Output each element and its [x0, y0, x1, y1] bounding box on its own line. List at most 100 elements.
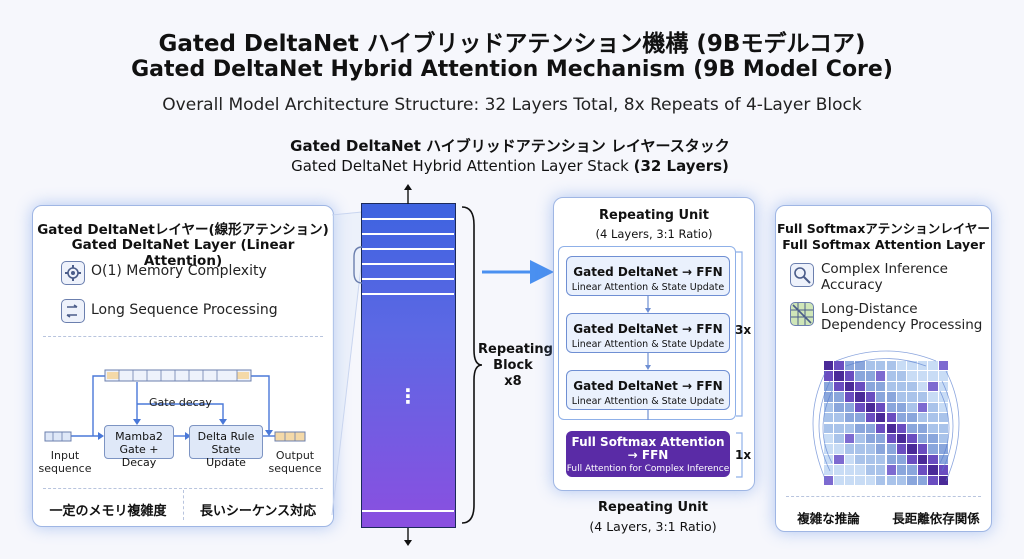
- heatmap-cell: [824, 402, 834, 413]
- heatmap-cell: [834, 465, 844, 475]
- heatmap-cell: [907, 361, 917, 371]
- heatmap-cell: [886, 444, 896, 454]
- heatmap-cell: [844, 423, 855, 433]
- gated-deltanet-panel: Gated DeltaNetレイヤー(線形アテンション) Gated Delta…: [32, 205, 334, 527]
- softmax-sub: Full Attention for Complex Inference: [566, 464, 730, 474]
- heatmap-cell: [938, 475, 948, 485]
- footer-complex-inference: 複雑な推論: [797, 511, 860, 526]
- heatmap-cell: [917, 423, 928, 433]
- deltanet-group: [558, 246, 736, 420]
- subtitle: Overall Model Architecture Structure: 32…: [162, 95, 862, 115]
- heatmap-cell: [917, 444, 928, 454]
- heatmap-cell: [865, 433, 876, 444]
- heatmap-cell: [834, 433, 844, 444]
- heatmap-cell: [834, 381, 844, 392]
- heatmap-cell: [938, 371, 948, 381]
- stack-title-layers: (32 Layers): [633, 157, 729, 175]
- repeating-block-brace: [461, 206, 483, 524]
- unit3-main: Gated DeltaNet → FFN: [573, 379, 723, 393]
- heatmap-cell: [824, 475, 834, 485]
- unit1-main: Gated DeltaNet → FFN: [573, 265, 723, 279]
- heatmap-cell: [844, 381, 855, 392]
- full-softmax-panel: Full Softmaxアテンションレイヤー Full Softmax Atte…: [775, 205, 992, 532]
- brace-label-line3: x8: [504, 374, 522, 389]
- brace-label-line1: Repeating: [478, 342, 553, 357]
- heatmap-cell: [855, 361, 865, 371]
- heatmap-cell: [886, 433, 896, 444]
- heatmap-cell: [938, 454, 948, 465]
- heatmap-cell: [938, 433, 948, 444]
- heatmap-cell: [917, 361, 928, 371]
- full-softmax-unit: Full Softmax Attention → FFN Full Attent…: [566, 431, 730, 477]
- heatmap-cell: [907, 413, 917, 423]
- heatmap-cell: [876, 444, 886, 454]
- heatmap-cell: [834, 423, 844, 433]
- attention-arcs: [812, 350, 960, 482]
- heatmap-cell: [917, 392, 928, 402]
- heatmap-cell: [938, 402, 948, 413]
- heatmap-cell: [896, 371, 907, 381]
- heatmap-cell: [844, 413, 855, 423]
- heatmap-cell: [834, 371, 844, 381]
- heatmap-cell: [896, 454, 907, 465]
- heatmap-cell: [876, 465, 886, 475]
- heatmap-cell: [865, 475, 876, 485]
- heatmap-cell: [886, 454, 896, 465]
- left-bracket: [353, 246, 363, 284]
- heatmap-cell: [855, 475, 865, 485]
- heatmap-cell: [834, 392, 844, 402]
- heatmap-cell: [938, 413, 948, 423]
- heatmap-cell: [855, 413, 865, 423]
- heatmap-cell: [896, 392, 907, 402]
- left-panel-title-jp: Gated DeltaNetレイヤー(線形アテンション): [37, 222, 329, 238]
- heatmap-cell: [928, 454, 938, 465]
- heatmap-cell: [876, 371, 886, 381]
- heatmap-cell: [844, 402, 855, 413]
- heatmap-cell: [896, 402, 907, 413]
- heatmap-cell: [896, 381, 907, 392]
- heatmap-cell: [855, 392, 865, 402]
- long-distance-line2: Dependency Processing: [821, 317, 983, 333]
- heatmap-cell: [834, 402, 844, 413]
- left-panel-title-en: Gated DeltaNet Layer (Linear Attention): [71, 237, 295, 269]
- heatmap-cell: [855, 444, 865, 454]
- heatmap-cell: [917, 413, 928, 423]
- repeating-unit-sub-bottom: (4 Layers, 3:1 Ratio): [589, 519, 717, 534]
- magnifier-chart-icon: [790, 263, 814, 287]
- heatmap-cell: [938, 465, 948, 475]
- heatmap-cell: [876, 402, 886, 413]
- heatmap-cell: [824, 371, 834, 381]
- heatmap-cell: [907, 381, 917, 392]
- flow-arrows: [645, 296, 651, 420]
- heatmap-cell: [876, 392, 886, 402]
- heatmap-cell: [907, 392, 917, 402]
- heatmap-cell: [928, 413, 938, 423]
- heatmap-cell: [886, 475, 896, 485]
- grid-icon: [790, 302, 814, 326]
- long-distance-line1: Long-Distance: [821, 301, 918, 317]
- heatmap-cell: [928, 423, 938, 433]
- feature-inference-accuracy: Complex Inference Accuracy: [821, 261, 948, 293]
- heatmap-cell: [855, 402, 865, 413]
- heatmap-cell: [844, 475, 855, 485]
- mamba2-line2: Gate + Decay: [119, 443, 159, 469]
- inference-line1: Complex Inference: [821, 261, 948, 277]
- divider: [183, 490, 184, 520]
- heatmap-cell: [865, 465, 876, 475]
- heatmap-cell: [844, 392, 855, 402]
- heatmap-cell: [876, 413, 886, 423]
- heatmap-cell: [917, 371, 928, 381]
- attention-heatmap: [824, 361, 949, 486]
- heatmap-cell: [896, 465, 907, 475]
- footer-long-sequence: 長いシーケンス対応: [199, 504, 317, 519]
- heatmap-cell: [886, 423, 896, 433]
- repeating-block-label: Repeating Block x8: [478, 342, 553, 390]
- output-sequence-label: Output sequence: [265, 449, 325, 475]
- heatmap-cell: [928, 444, 938, 454]
- up-arrow-icon: [404, 184, 412, 204]
- heatmap-cell: [907, 444, 917, 454]
- delta-line1: Delta Rule: [197, 430, 255, 443]
- deltanet-unit-3: Gated DeltaNet → FFN Linear Attention & …: [566, 370, 730, 410]
- heatmap-cell: [886, 361, 896, 371]
- heatmap-cell: [907, 371, 917, 381]
